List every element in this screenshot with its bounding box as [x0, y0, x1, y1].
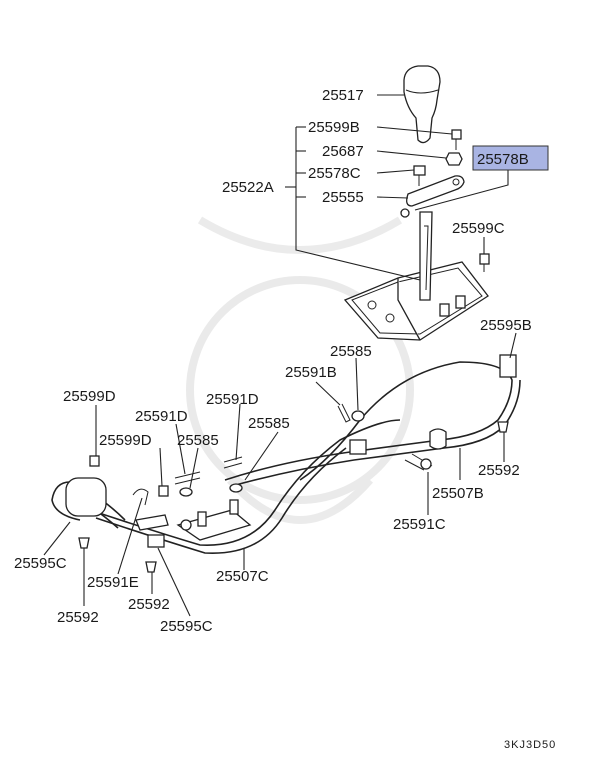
label-25578B: 25578B: [477, 151, 529, 168]
bolt-25599B: [451, 129, 462, 150]
label-25599D-b: 25599D: [99, 432, 152, 449]
highlight-box-25578B: [472, 145, 549, 171]
label-25592-left: 25592: [57, 609, 99, 626]
label-25591C: 25591C: [393, 516, 446, 533]
grommet-25592-mid: [145, 561, 157, 573]
label-25592-right: 25592: [478, 462, 520, 479]
label-25592-mid: 25592: [128, 596, 170, 613]
pin-25591B: [337, 403, 351, 423]
washer-25585-c: [229, 483, 243, 493]
label-25585-c: 25585: [248, 415, 290, 432]
plate-25555: [406, 175, 465, 207]
label-25599C-top: 25599C: [452, 220, 505, 237]
label-25507B: 25507B: [432, 485, 484, 502]
label-25595C-left: 25595C: [14, 555, 67, 572]
label-25599D-left: 25599D: [63, 388, 116, 405]
shift-knob: [403, 65, 441, 144]
label-25591E: 25591E: [87, 574, 139, 591]
grommet-25592-right: [497, 421, 509, 433]
label-25591D-a: 25591D: [135, 408, 188, 425]
washer-25585-b: [179, 487, 193, 497]
label-25585-b: 25585: [177, 432, 219, 449]
label-25555: 25555: [322, 189, 364, 206]
grommet-25592-left: [78, 537, 90, 549]
clip-25591D-b: [223, 456, 243, 469]
label-25595B: 25595B: [480, 317, 532, 334]
cable-25595C-loop: [51, 477, 126, 529]
clip-25591D-a: [174, 471, 201, 485]
washer-25585-a: [351, 410, 365, 422]
shifter-housing: [343, 211, 489, 341]
cable-25507C: [89, 419, 401, 554]
clip-25591E: [132, 488, 149, 506]
leader-lines: [43, 94, 517, 617]
watermark-emblem: [186, 216, 414, 524]
diagram-code: 3KJ3D50: [504, 739, 556, 751]
bolt-25599D-left: [89, 455, 100, 467]
label-25591B: 25591B: [285, 364, 337, 381]
bolt-25599D-b: [158, 485, 169, 497]
label-25591D-b: 25591D: [206, 391, 259, 408]
bolt-25599C: [479, 253, 490, 272]
clip-25591C: [404, 453, 433, 471]
label-25578C: 25578C: [308, 165, 361, 182]
part-labels: 25517 25599B 25687 25578C 25578B 25522A …: [14, 87, 532, 635]
label-25687: 25687: [322, 143, 364, 160]
label-25599B: 25599B: [308, 119, 360, 136]
label-25585-a: 25585: [330, 343, 372, 360]
screw-small: [400, 208, 410, 218]
bolt-25578C: [413, 165, 426, 186]
label-25507C: 25507C: [216, 568, 269, 585]
nut-25687: [445, 152, 463, 166]
label-25595C-bottom: 25595C: [160, 618, 213, 635]
lower-lever-assembly: [135, 499, 252, 541]
label-25517: 25517: [322, 87, 364, 104]
label-25522A: 25522A: [222, 179, 274, 196]
